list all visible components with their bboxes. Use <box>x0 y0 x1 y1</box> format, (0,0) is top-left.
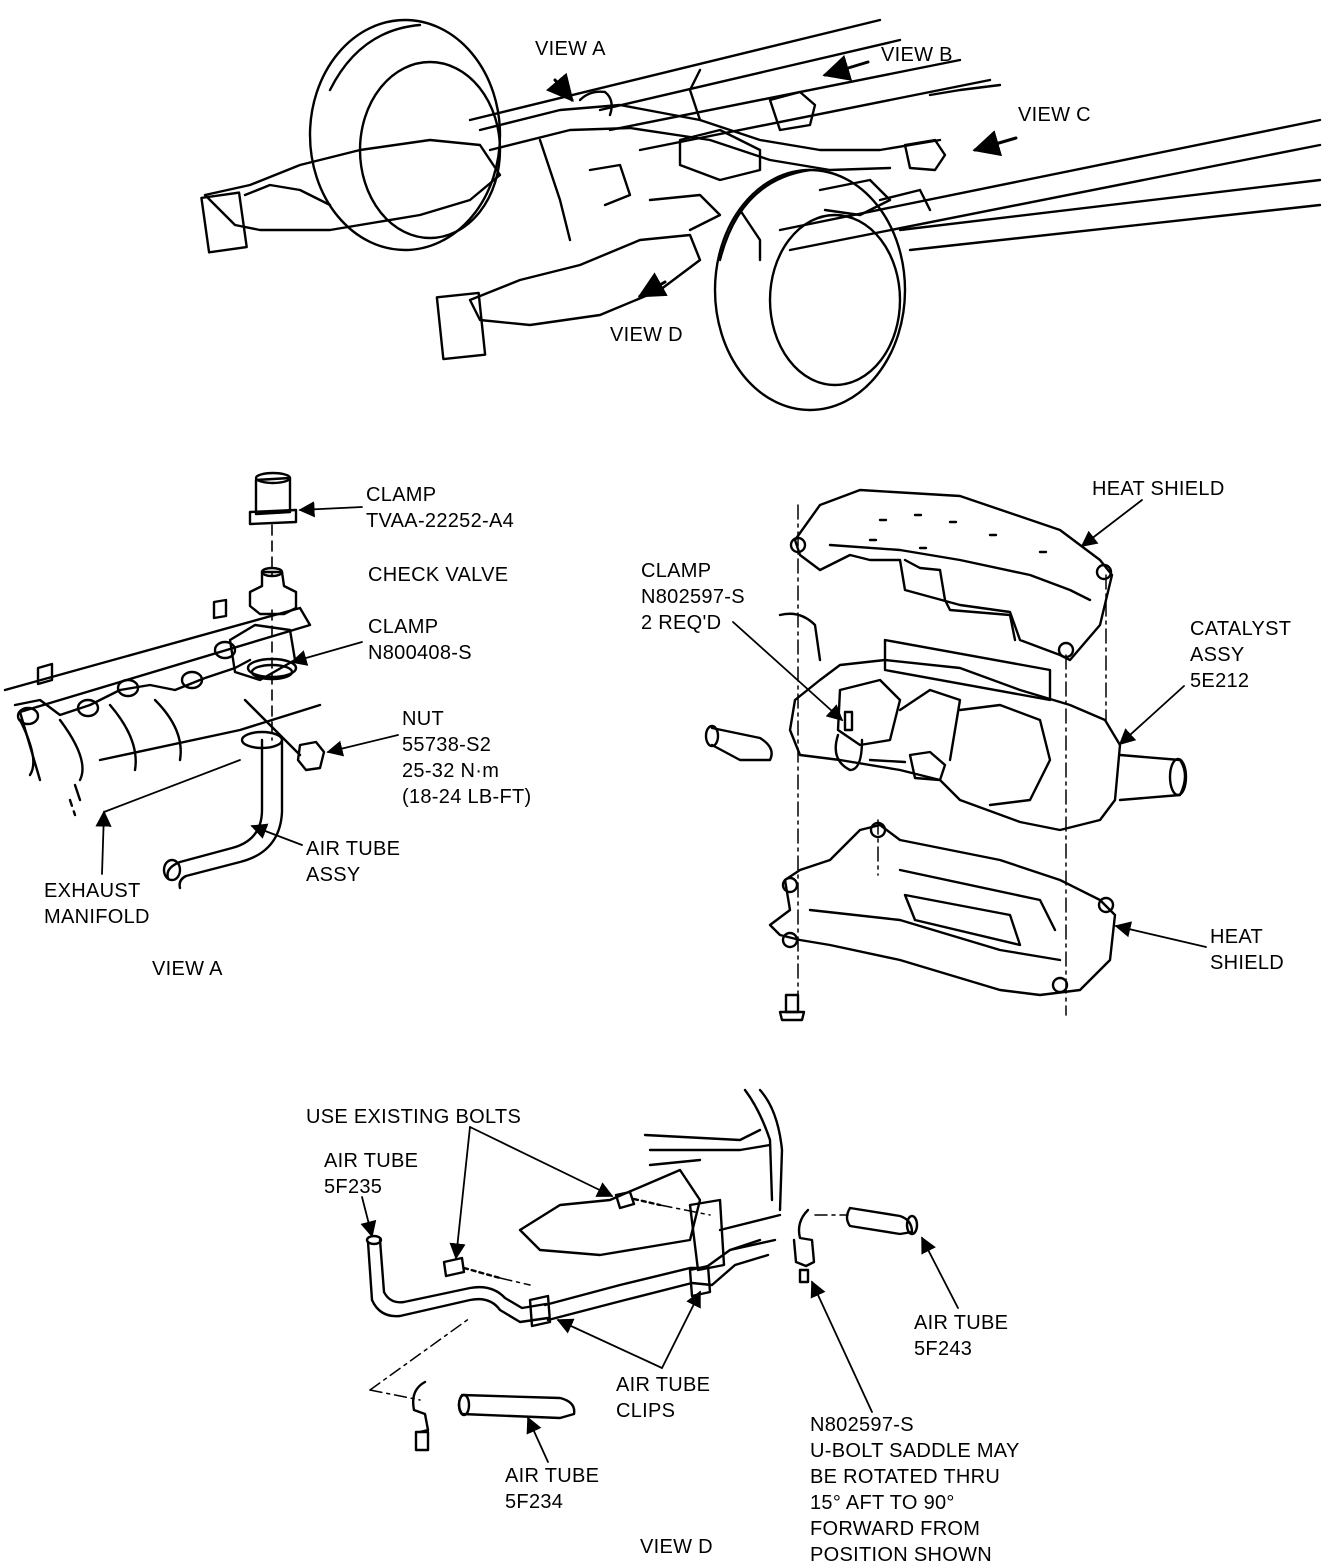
vehicle-underbody-overview <box>200 18 1322 412</box>
view-d-caption: VIEW D <box>640 1536 713 1558</box>
overview-view-a-label: VIEW A <box>535 38 606 60</box>
catalyst-heat-shield-drawing <box>704 488 1207 1022</box>
upper-heat-shield <box>789 488 1114 662</box>
catalyst-converter <box>704 612 1188 832</box>
view-a-caption: VIEW A <box>152 958 223 980</box>
front-wheel <box>713 168 907 412</box>
use-existing-bolts-label: USE EXISTING BOLTS <box>306 1106 522 1128</box>
overview-view-b-label: VIEW B <box>881 44 953 66</box>
overview-view-c-label: VIEW C <box>1018 104 1091 126</box>
overview-view-d-label: VIEW D <box>610 324 683 346</box>
view-d-drawing <box>360 1088 959 1463</box>
lower-heat-shield <box>768 821 1117 997</box>
rear-wheel <box>308 18 502 252</box>
heat-shield-top-label: HEAT SHIELD <box>1092 478 1225 500</box>
check-valve-label: CHECK VALVE <box>368 564 509 586</box>
view-a-drawing <box>3 471 399 890</box>
